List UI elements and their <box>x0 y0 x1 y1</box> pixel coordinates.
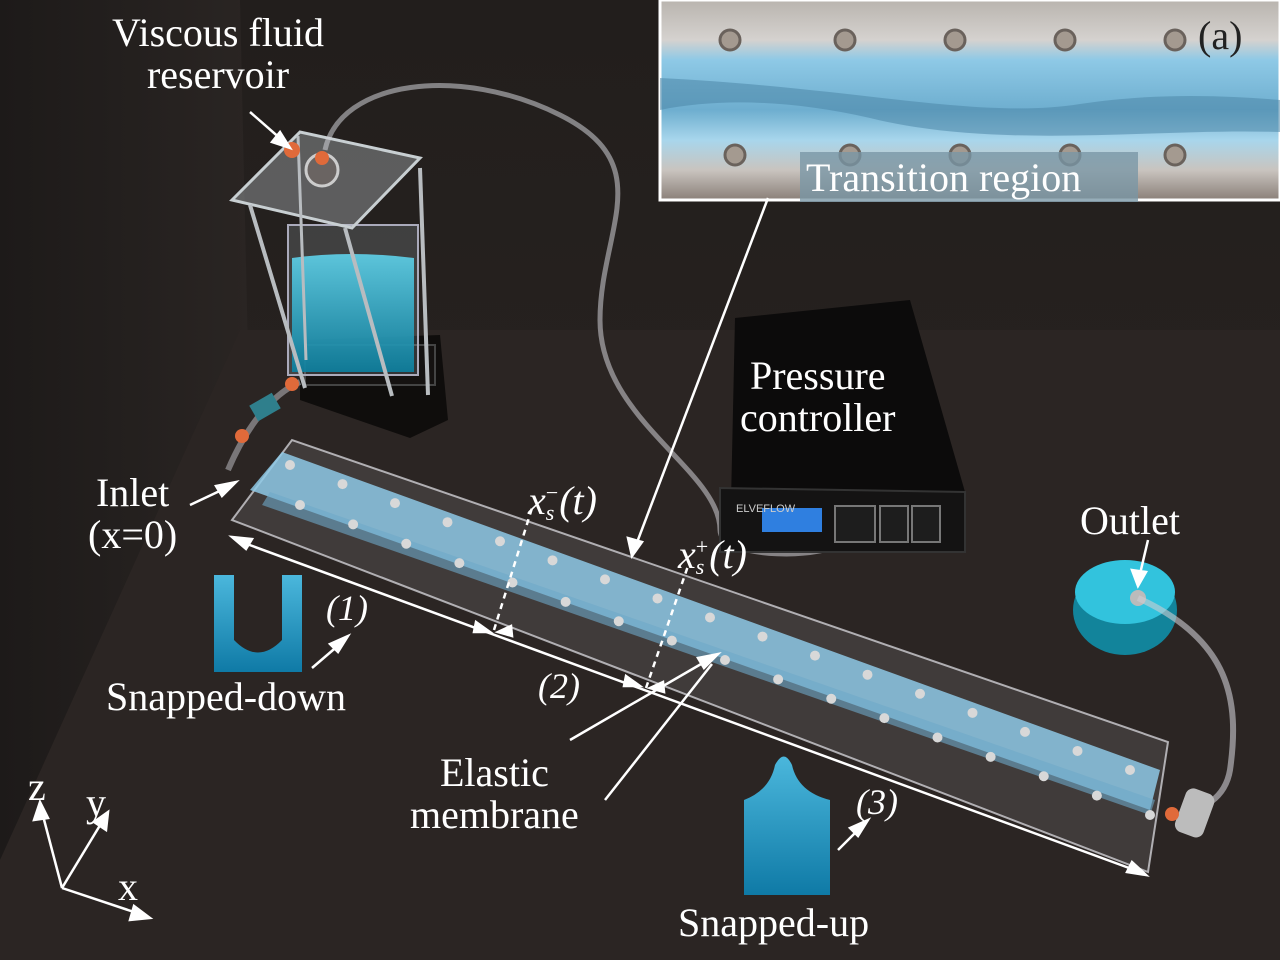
xs-minus-label: xs−(t) <box>528 478 597 525</box>
inset-bolt <box>1163 143 1187 167</box>
bolt <box>337 479 348 490</box>
bolt <box>1145 810 1155 820</box>
xs-minus-sub: s <box>545 500 555 525</box>
bolt <box>773 674 784 685</box>
bolt <box>985 751 996 762</box>
bolt <box>757 631 768 642</box>
bolt <box>915 688 925 699</box>
controller-label-line2: controller <box>740 395 896 440</box>
xs-plus-label: xs+(t) <box>678 532 747 579</box>
outlet-dish <box>1073 560 1237 838</box>
xs-minus-base: x <box>528 478 546 523</box>
bolt <box>720 655 730 665</box>
pressure-controller: ELVEFLOW <box>719 300 966 553</box>
bolt <box>547 555 558 566</box>
inset-pointer-line <box>634 197 770 546</box>
region-2-label: (2) <box>538 666 580 706</box>
xs-plus-base: x <box>678 532 696 577</box>
bolt <box>1091 790 1102 801</box>
bolt <box>454 558 465 569</box>
snapped-down-label: Snapped-down <box>106 674 346 719</box>
bolt <box>507 577 518 588</box>
snapped-down-shape <box>214 575 302 672</box>
inset-bolt <box>718 28 742 52</box>
bolt <box>967 707 978 718</box>
xs-plus-sup: + <box>694 534 710 559</box>
reservoir-label-line1: Viscous fluid <box>112 10 325 55</box>
bolt <box>390 498 400 509</box>
inset-caption: Transition region <box>806 155 1082 200</box>
inset-bolt <box>1053 28 1077 52</box>
coordinate-axes <box>32 798 154 922</box>
membrane-label: Elastic membrane <box>410 752 579 836</box>
channel-device <box>230 438 1170 874</box>
bolt <box>401 538 412 549</box>
bolt <box>652 593 663 604</box>
controller-brand: ELVEFLOW <box>736 503 796 515</box>
inlet-label: Inlet (x=0) <box>88 472 177 556</box>
xs-plus-arg: (t) <box>709 532 747 577</box>
bolt <box>600 574 610 585</box>
bolt <box>295 500 305 510</box>
bolt <box>705 612 715 623</box>
length-dimension-line <box>235 538 1141 874</box>
reservoir-label: Viscous fluid reservoir <box>112 12 324 96</box>
bolt-row <box>285 460 1155 820</box>
bolt <box>862 669 873 680</box>
inset-caption-background <box>800 152 1138 202</box>
inlet-label-line2: (x=0) <box>88 512 178 557</box>
inset-bolt <box>1163 28 1187 52</box>
bolt <box>879 713 890 724</box>
bolt <box>1038 771 1049 782</box>
snapped-up-label: Snapped-up <box>678 900 870 945</box>
reservoir-label-line2: reservoir <box>146 52 290 97</box>
bolt <box>1072 745 1083 756</box>
xs-minus-sup: − <box>544 480 560 505</box>
controller-label: Pressure controller <box>740 355 896 439</box>
inset-bolt <box>723 143 747 167</box>
reservoir <box>229 130 448 438</box>
xs-minus-arg: (t) <box>559 478 597 523</box>
xs-plus-sub: s <box>695 554 705 579</box>
panel-label: (a) <box>1198 13 1243 58</box>
membrane-label-line2: membrane <box>410 792 579 837</box>
bolt <box>826 693 837 704</box>
bolt <box>932 732 943 743</box>
annotation-arrows <box>189 111 1150 877</box>
membrane-label-line1: Elastic <box>439 750 549 795</box>
snapped-up-shape <box>744 756 830 895</box>
region-3-label: (3) <box>856 782 898 822</box>
bolt <box>285 460 295 470</box>
controller-label-line1: Pressure <box>749 353 886 398</box>
elastic-membrane-strip <box>250 452 1160 810</box>
bolt <box>495 536 505 547</box>
bolt <box>348 519 359 530</box>
bolt <box>560 596 571 607</box>
bolt <box>613 616 624 627</box>
bolt <box>1020 726 1030 737</box>
inset-bolt <box>833 28 857 52</box>
axis-x-label: x <box>118 864 138 909</box>
bolt <box>666 635 677 646</box>
bolt <box>1125 765 1135 775</box>
bolt <box>810 650 820 661</box>
outlet-label: Outlet <box>1080 498 1180 543</box>
inlet-label-line1: Inlet <box>95 470 170 515</box>
bolt <box>442 517 453 528</box>
axis-z-label: z <box>28 764 46 809</box>
region-1-label: (1) <box>326 588 368 628</box>
inset-bolt <box>943 28 967 52</box>
left-wall <box>0 0 250 860</box>
axis-y-label: y <box>86 780 106 825</box>
